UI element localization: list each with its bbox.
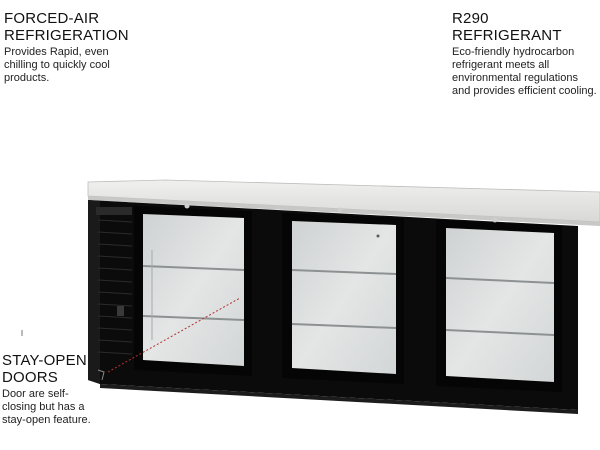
- shelf: [142, 315, 245, 321]
- shelf: [291, 269, 397, 275]
- feature-description: Door are self-closing but has a stay-ope…: [2, 388, 91, 426]
- stay-open-pointer-line: [107, 297, 241, 373]
- door-lock: [337, 207, 343, 213]
- feature-stay-open-doors: STAY-OPEN DOORS Door are self-closing bu…: [2, 352, 102, 427]
- door-lock: [492, 217, 498, 223]
- shelf: [445, 329, 555, 336]
- shelf: [291, 323, 397, 329]
- feature-title: DOORS: [2, 369, 59, 386]
- stay-open-bracket: [97, 369, 105, 381]
- cabinet-base: [100, 384, 578, 414]
- shelf: [142, 265, 245, 271]
- feature-r290-refrigerant: R290 REFRIGERANT Eco-friendly hydrocarbo…: [452, 10, 598, 98]
- glass-door-right: [436, 217, 562, 392]
- feature-title: REFRIGERATION: [4, 27, 129, 44]
- countertop: [87, 179, 600, 223]
- feature-title: STAY-OPEN: [2, 352, 87, 369]
- feature-title: R290 REFRIGERANT: [452, 10, 562, 44]
- feature-title: FORCED-AIR: [4, 10, 100, 27]
- brand-badge: [96, 207, 132, 215]
- side-vent-panel: [88, 200, 133, 384]
- shelf: [445, 277, 555, 284]
- feature-forced-air-refrigeration: FORCED-AIR REFRIGERATION Provides Rapid,…: [4, 10, 144, 85]
- glass-door-left: [134, 203, 252, 376]
- door-lock: [184, 203, 190, 209]
- glass-door-center: [282, 207, 404, 384]
- feature-description: Provides Rapid, even chilling to quickly…: [4, 46, 110, 84]
- countertop-front-edge: [88, 196, 600, 226]
- thermostat-control: [117, 306, 124, 316]
- feature-description: Eco-friendly hydrocarbon refrigerant mee…: [452, 46, 597, 97]
